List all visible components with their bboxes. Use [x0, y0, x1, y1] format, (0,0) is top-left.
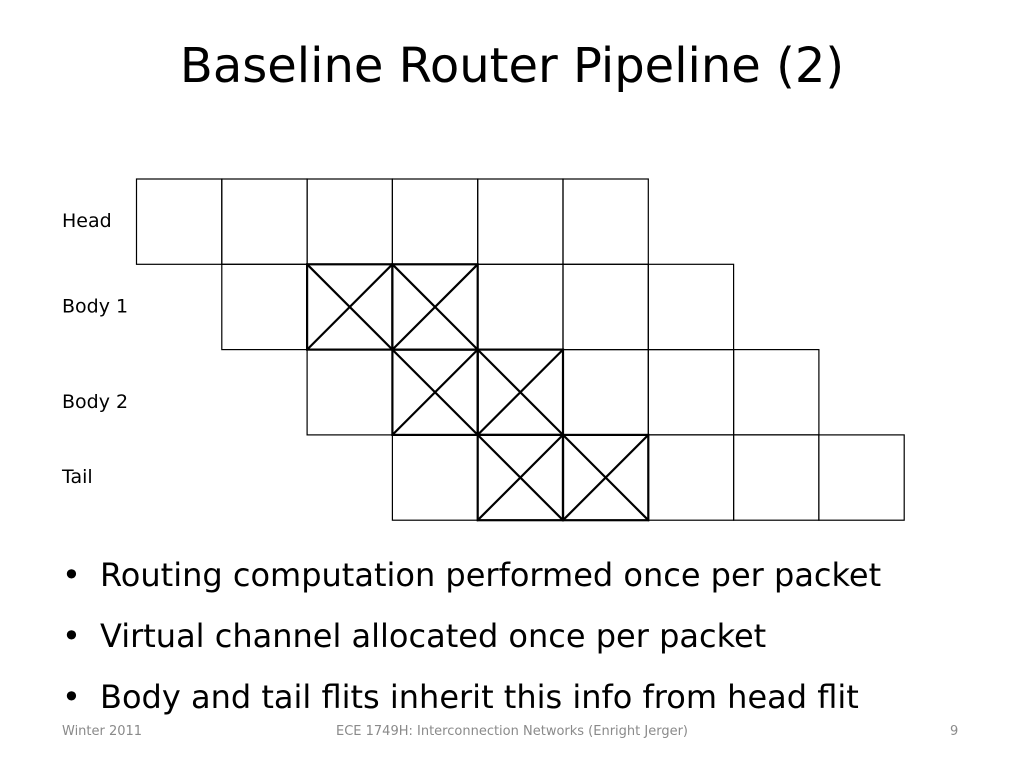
pipeline-cell [562, 349, 649, 436]
pipeline-row: Body 2 [62, 348, 820, 437]
footer-course: ECE 1749H: Interconnection Networks (Enr… [336, 724, 688, 739]
pipeline-cell [732, 434, 820, 521]
stall-cross-line [391, 348, 479, 436]
pipeline-row: Head [62, 178, 649, 265]
pipeline-cell [818, 434, 905, 521]
bullet-dot: • [62, 556, 81, 594]
bullet-text: Virtual channel allocated once per packe… [100, 617, 767, 655]
pipeline-cell [221, 178, 308, 265]
row-label: Tail [61, 466, 93, 488]
footer-date: Winter 2011 [62, 724, 143, 739]
pipeline-cell [221, 263, 308, 351]
pipeline-cell [477, 263, 564, 351]
pipeline-cell [306, 349, 394, 436]
pipeline-cell [135, 178, 223, 265]
row-label: Body 1 [62, 295, 128, 317]
pipeline-row: Body 1 [62, 263, 735, 351]
stall-cross-line [476, 348, 565, 436]
stall-cross-line [561, 433, 650, 522]
stall-cross-line [476, 433, 565, 522]
stall-cross-line [306, 263, 394, 351]
row-label: Head [62, 210, 112, 232]
pipeline-cell [562, 263, 649, 351]
pipeline-cell [647, 434, 735, 521]
pipeline-cell [732, 349, 820, 436]
row-label: Body 2 [62, 391, 128, 413]
bullet-dot: • [62, 617, 81, 655]
footer-page-number: 9 [950, 724, 959, 739]
bullet-item: • Body and tail flits inherit this info … [58, 667, 881, 728]
bullet-item: • Routing computation performed once per… [58, 545, 881, 606]
bullet-text: Body and tail flits inherit this info fr… [100, 678, 859, 716]
bullet-item: • Virtual channel allocated once per pac… [58, 606, 881, 667]
pipeline-cell [562, 178, 649, 265]
pipeline-cell [647, 263, 735, 351]
bullet-dot: • [62, 678, 81, 716]
pipeline-cell [391, 434, 479, 521]
pipeline-row: Tail [61, 433, 905, 522]
pipeline-cell [391, 178, 479, 265]
pipeline-cell [306, 178, 394, 265]
pipeline-cell [477, 178, 564, 265]
pipeline-cell [647, 349, 735, 436]
bullet-list: • Routing computation performed once per… [58, 545, 881, 728]
slide-title: Baseline Router Pipeline (2) [179, 38, 845, 94]
bullet-text: Routing computation performed once per p… [100, 556, 882, 594]
stall-cross-line [391, 263, 479, 351]
